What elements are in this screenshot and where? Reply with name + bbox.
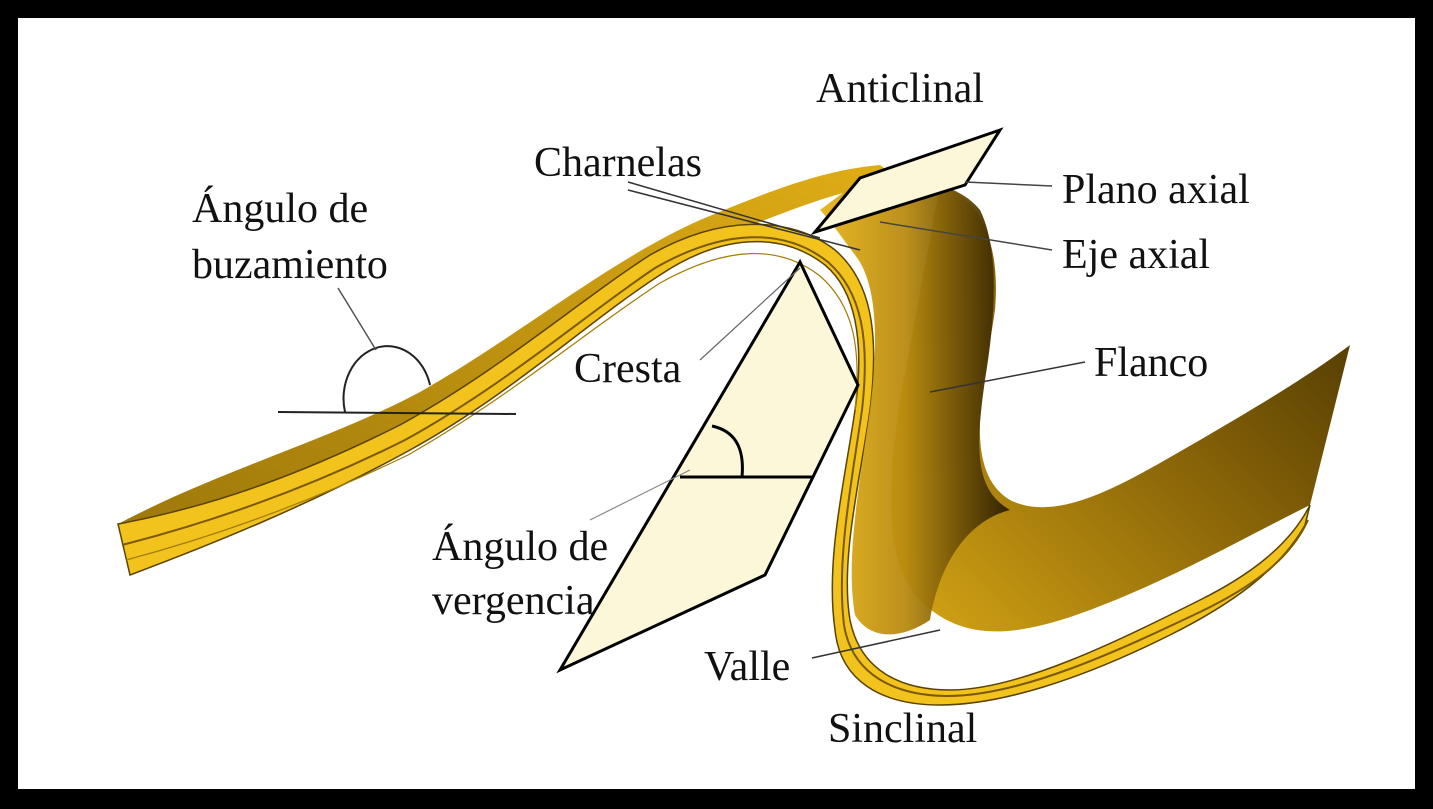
leader-plano-axial (965, 182, 1052, 186)
label-sinclinal: Sinclinal (828, 706, 977, 752)
label-angulo-vergencia-line2: vergencia (432, 578, 595, 624)
label-plano-axial: Plano axial (1062, 167, 1250, 213)
label-charnelas: Charnelas (534, 140, 702, 186)
label-valle: Valle (704, 644, 790, 690)
label-anticlinal: Anticlinal (816, 66, 984, 112)
label-eje-axial: Eje axial (1062, 232, 1210, 278)
vergence-plane (560, 262, 858, 670)
label-angulo-vergencia-line1: Ángulo de (432, 523, 608, 570)
dip-angle-leader (338, 288, 376, 350)
label-angulo-buzamiento-line2: buzamiento (192, 242, 388, 288)
label-cresta: Cresta (574, 346, 682, 392)
dip-horizontal-line (278, 412, 516, 414)
label-flanco: Flanco (1094, 340, 1208, 386)
label-angulo-buzamiento-line1: Ángulo de (192, 185, 368, 232)
leader-valle (812, 630, 940, 658)
